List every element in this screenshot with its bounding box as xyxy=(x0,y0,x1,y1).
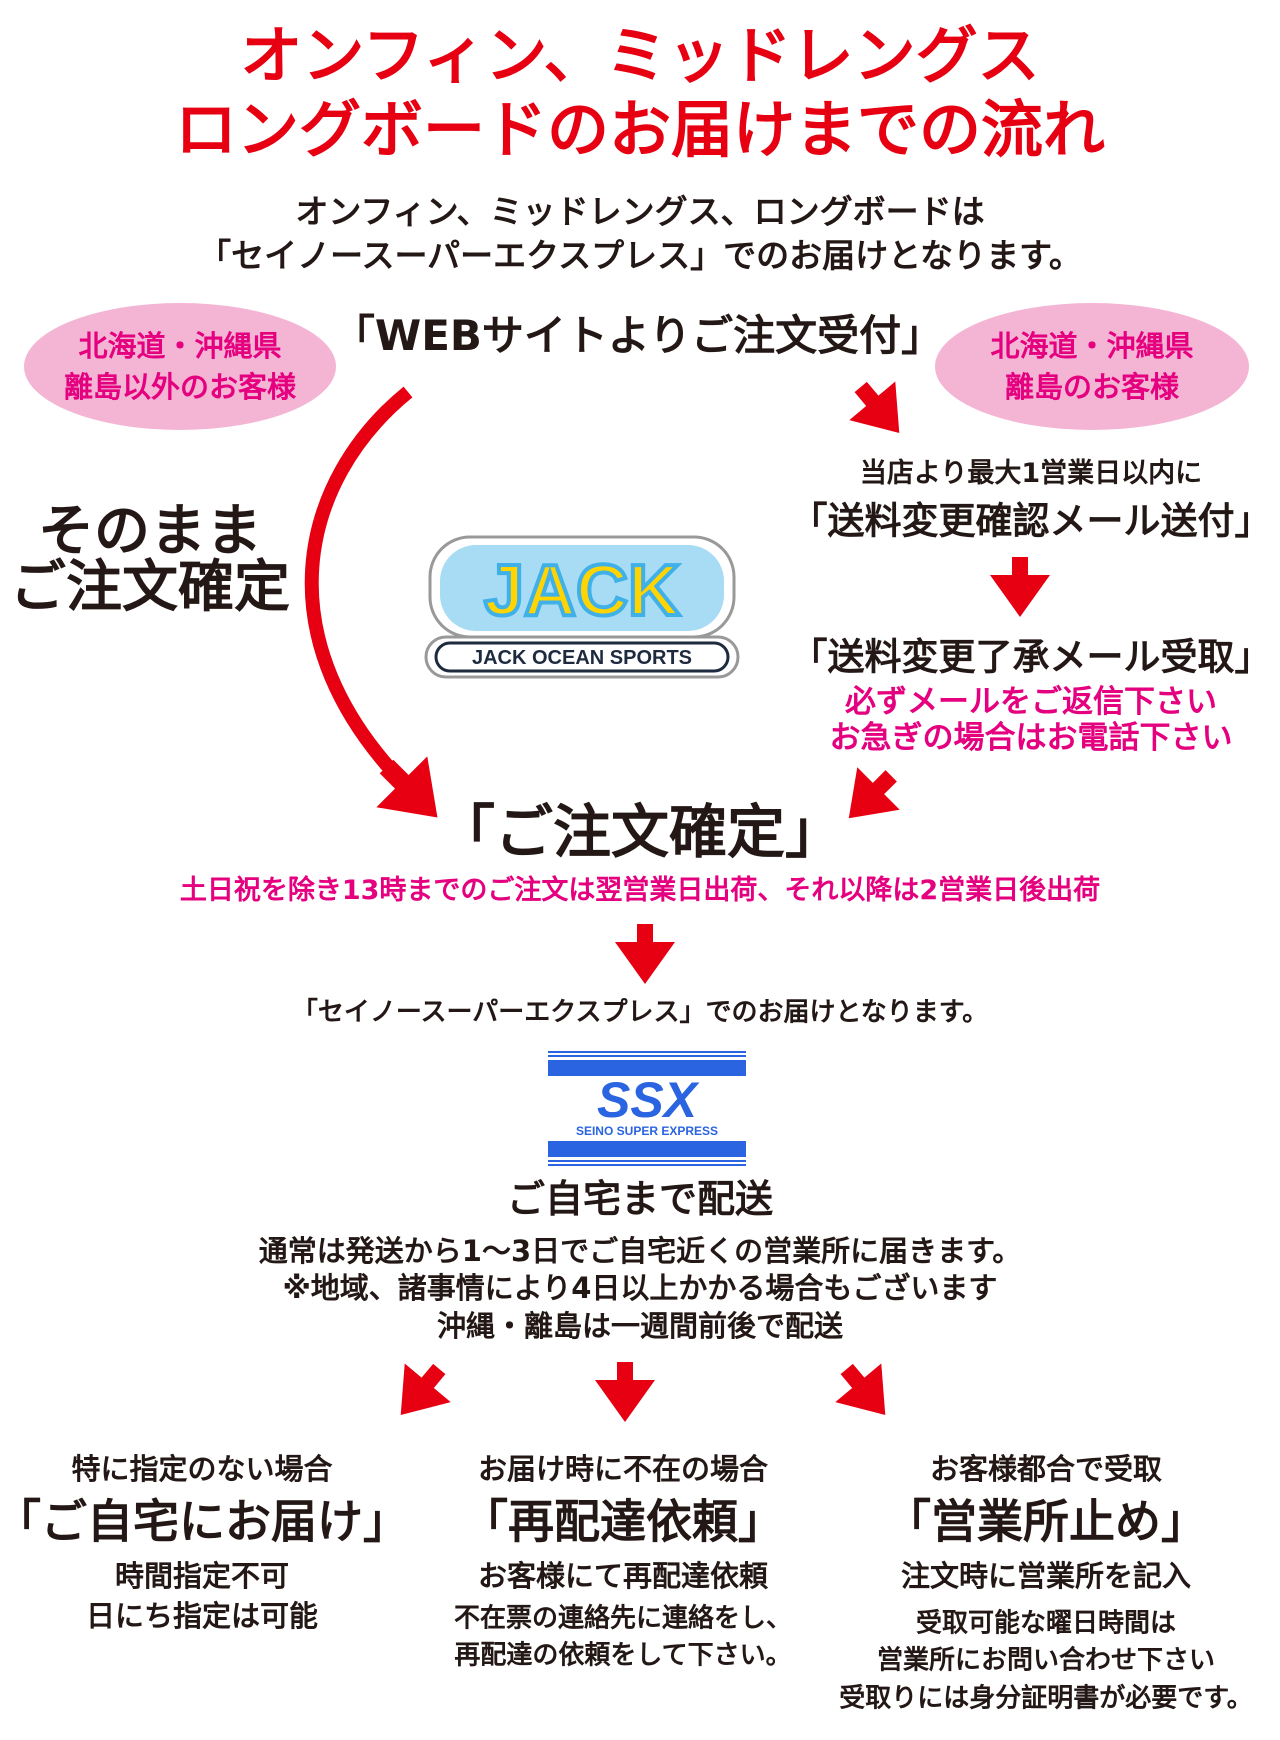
badge-line: 離島以外のお客様 xyxy=(63,369,296,404)
option-redelivery-line: 不在票の連絡先に連絡をし、 xyxy=(453,1603,793,1634)
option-home-header: 特に指定のない場合 xyxy=(71,1452,333,1487)
intro-line-1: オンフィン、ミッドレングス、ロングボードは xyxy=(295,191,985,231)
option-redelivery-title: 「再配達依頼」 xyxy=(462,1494,784,1549)
mail-send-step: 「送料変更確認メール送付」 xyxy=(790,499,1272,543)
curved-arrow-shaft xyxy=(304,386,415,795)
option-redelivery-line: お客様にて再配達依頼 xyxy=(477,1559,769,1594)
arrow-option-3 xyxy=(823,1349,909,1435)
urgent-warning: お急ぎの場合はお電話下さい xyxy=(829,719,1233,756)
direct-confirm-line: そのまま xyxy=(38,499,262,564)
direct-confirm-line: ご注文確定 xyxy=(10,555,290,620)
badge-line: 北海道・沖縄県 xyxy=(990,328,1194,363)
option-office-pickup-line: 受取可能な曜日時間は xyxy=(915,1608,1177,1639)
mail-receive-step: 「送料変更了承メール受取」 xyxy=(790,635,1272,679)
arrow-to-mail-send xyxy=(837,367,923,453)
ssx-logo-text: SSX xyxy=(597,1072,700,1128)
arrow-option-2 xyxy=(595,1362,655,1422)
jack-logo-text: JACK xyxy=(484,551,680,631)
shipping-schedule-note: 土日祝を除き13時までのご注文は翌営業日出荷、それ以降は2営業日後出荷 xyxy=(179,875,1101,907)
option-home-title: 「ご自宅にお届け」 xyxy=(0,1494,409,1549)
home-delivery-heading: ご自宅まで配送 xyxy=(506,1177,774,1222)
badge-island-customers: 北海道・沖縄県 離島のお客様 xyxy=(935,303,1249,430)
option-office-pickup-line: 受取りには身分証明書が必要です。 xyxy=(839,1683,1253,1714)
jack-logo-subtext: JACK OCEAN SPORTS xyxy=(472,647,692,669)
direct-confirm-label: そのまま ご注文確定 xyxy=(10,504,290,616)
order-received-step: 「WEBサイトよりご注文受付」 xyxy=(332,310,944,360)
ssx-logo-subtext: SEINO SUPER EXPRESS xyxy=(576,1124,718,1138)
arrow-option-1 xyxy=(377,1349,463,1435)
order-confirmed-step: 「ご注文確定」 xyxy=(436,798,844,867)
option-home-line: 時間指定不可 xyxy=(114,1559,290,1594)
title-line-2: ロングボードのお届けまでの流れ xyxy=(174,92,1106,166)
option-office-pickup-title: 「営業所止め」 xyxy=(885,1494,1207,1549)
mail-send-note: 当店より最大1営業日以内に xyxy=(859,458,1203,490)
option-office-pickup-header: お客様都合で受取 xyxy=(929,1452,1163,1487)
arrow-to-delivery xyxy=(615,924,675,984)
option-redelivery-header: お届け時に不在の場合 xyxy=(477,1452,769,1487)
option-office-pickup-line: 営業所にお問い合わせ下さい xyxy=(876,1645,1216,1676)
delivery-carrier-note: 「セイノースーパーエクスプレス」でのお届けとなります。 xyxy=(291,997,989,1028)
seino-super-express-logo: SSX SEINO SUPER EXPRESS xyxy=(548,1051,746,1166)
option-office-pickup-line: 注文時に営業所を記入 xyxy=(900,1559,1192,1594)
home-delivery-line: ※地域、諸事情により4日以上かかる場合もございます xyxy=(282,1271,998,1306)
badge-line: 離島のお客様 xyxy=(1004,369,1179,404)
badge-mainland-customers: 北海道・沖縄県 離島以外のお客様 xyxy=(24,303,336,430)
option-home-line: 日にち指定は可能 xyxy=(85,1599,319,1634)
home-delivery-line: 沖縄・離島は一週間前後で配送 xyxy=(436,1309,844,1344)
intro-line-2: 「セイノースーパーエクスプレス」でのお届けとなります。 xyxy=(198,235,1082,275)
option-redelivery-line: 再配達の依頼をして下さい。 xyxy=(454,1640,792,1671)
badge-line: 北海道・沖縄県 xyxy=(78,328,282,363)
jack-ocean-sports-logo: JACK JACK OCEAN SPORTS xyxy=(424,535,740,679)
arrow-to-mail-receive xyxy=(990,557,1050,617)
reply-warning: 必ずメールをご返信下さい xyxy=(845,683,1217,720)
home-delivery-line: 通常は発送から1～3日でご自宅近くの営業所に届きます。 xyxy=(258,1234,1022,1269)
title-line-1: オンフィン、ミッドレングス xyxy=(240,18,1040,92)
